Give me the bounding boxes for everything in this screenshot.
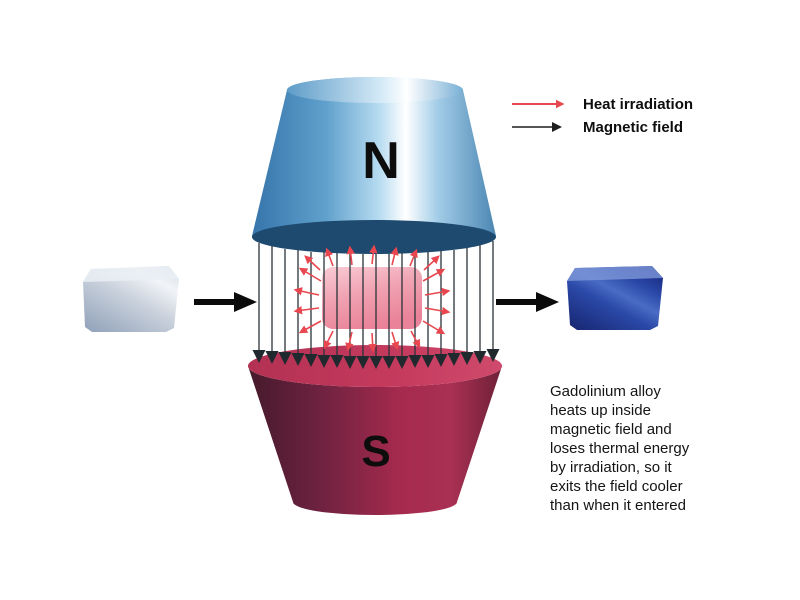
south-magnet-body (248, 366, 502, 515)
north-magnet: N (252, 77, 496, 254)
gadolinium-block (322, 267, 422, 329)
exiting-block-top-bevel (567, 266, 663, 281)
caption-line: by irradiation, so it (550, 459, 673, 476)
caption-line: heats up inside (550, 402, 651, 419)
legend-heat-label: Heat irradiation (583, 96, 693, 113)
exit-direction-arrow (496, 292, 559, 312)
north-magnet-underside (252, 220, 496, 254)
south-magnet: S (248, 345, 502, 515)
south-magnet-top-face (248, 345, 502, 387)
caption: Gadolinium alloy heats up inside magneti… (550, 383, 690, 514)
caption-line: Gadolinium alloy (550, 383, 661, 400)
north-pole-label: N (362, 132, 400, 190)
heat-irradiation-arrows (293, 244, 451, 353)
legend: Heat irradiation Magnetic field (512, 96, 693, 136)
exiting-gadolinium-block (496, 266, 663, 330)
magnetic-field-lines (252, 241, 500, 369)
caption-line: exits the field cooler (550, 478, 683, 495)
south-pole-label: S (361, 427, 390, 476)
exiting-block-face (567, 266, 663, 330)
entering-gadolinium-block (83, 266, 257, 332)
caption-line: magnetic field and (550, 421, 672, 438)
caption-line: than when it entered (550, 497, 686, 514)
entering-block-top-bevel (83, 266, 179, 282)
north-magnet-body (252, 77, 496, 253)
enter-direction-arrow (194, 292, 257, 312)
entering-block-face (83, 266, 179, 332)
caption-line: loses thermal energy (550, 440, 690, 457)
north-magnet-top-face (287, 77, 463, 103)
legend-field-label: Magnetic field (583, 119, 683, 136)
